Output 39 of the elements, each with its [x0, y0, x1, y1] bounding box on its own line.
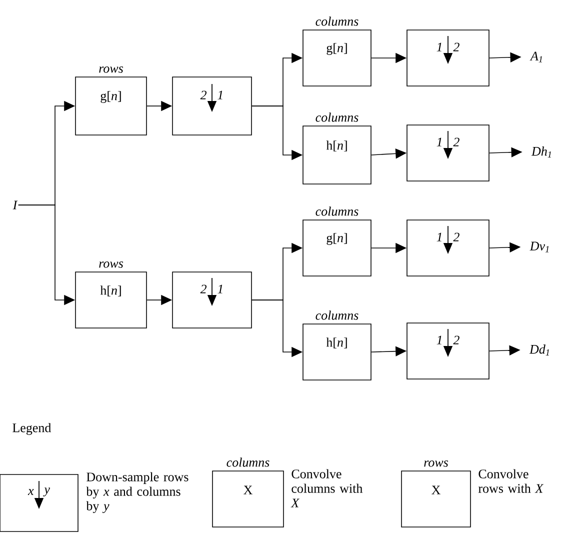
factor-label: y [43, 488, 50, 496]
direction-heading: columns [316, 310, 358, 320]
filter-label: h[n] [326, 338, 347, 348]
factor-label: 1 [436, 232, 442, 242]
filter-label: g[n] [326, 233, 347, 245]
direction-heading: rows [424, 460, 448, 467]
direction-heading: columns [316, 16, 358, 26]
factor-label: 2 [453, 138, 460, 146]
direction-heading: columns [226, 458, 270, 467]
direction-heading: rows [99, 262, 124, 268]
output-label: Dh$_{1}$ [531, 146, 551, 158]
legend-title: Legend [12, 423, 52, 435]
direction-heading: columns [316, 112, 358, 122]
output-label: Dd$_{1}$ [529, 344, 549, 356]
factor-label: 1 [436, 42, 442, 52]
factor-label: 1 [436, 336, 442, 344]
legend-description: Convolve rows with X [478, 469, 544, 493]
factor-label: 2 [453, 336, 460, 344]
factor-label: 2 [200, 90, 207, 100]
filter-label: h[n] [326, 140, 347, 152]
output-label: Dv$_{1}$ [530, 242, 549, 252]
output-label: A$_{1}$ [530, 52, 542, 62]
legend-description: Convolve columns with X [290, 469, 363, 508]
factor-label: 1 [218, 90, 222, 100]
factor-label: x [28, 489, 34, 495]
filter-label: h[n] [100, 286, 121, 296]
factor-label: 1 [436, 138, 442, 146]
direction-heading: rows [99, 66, 124, 73]
filter-label: g[n] [326, 43, 347, 55]
output-label: I [12, 200, 18, 210]
direction-heading: columns [316, 206, 358, 216]
filter-label: X [432, 486, 440, 494]
filter-label: X [244, 486, 252, 494]
factor-label: 2 [200, 284, 207, 294]
factor-label: 2 [453, 42, 460, 52]
legend-description: Down-sample rows by x and columns by y [86, 472, 188, 514]
filter-label: g[n] [100, 91, 121, 103]
factor-label: 1 [218, 284, 222, 294]
factor-label: 2 [453, 232, 460, 242]
